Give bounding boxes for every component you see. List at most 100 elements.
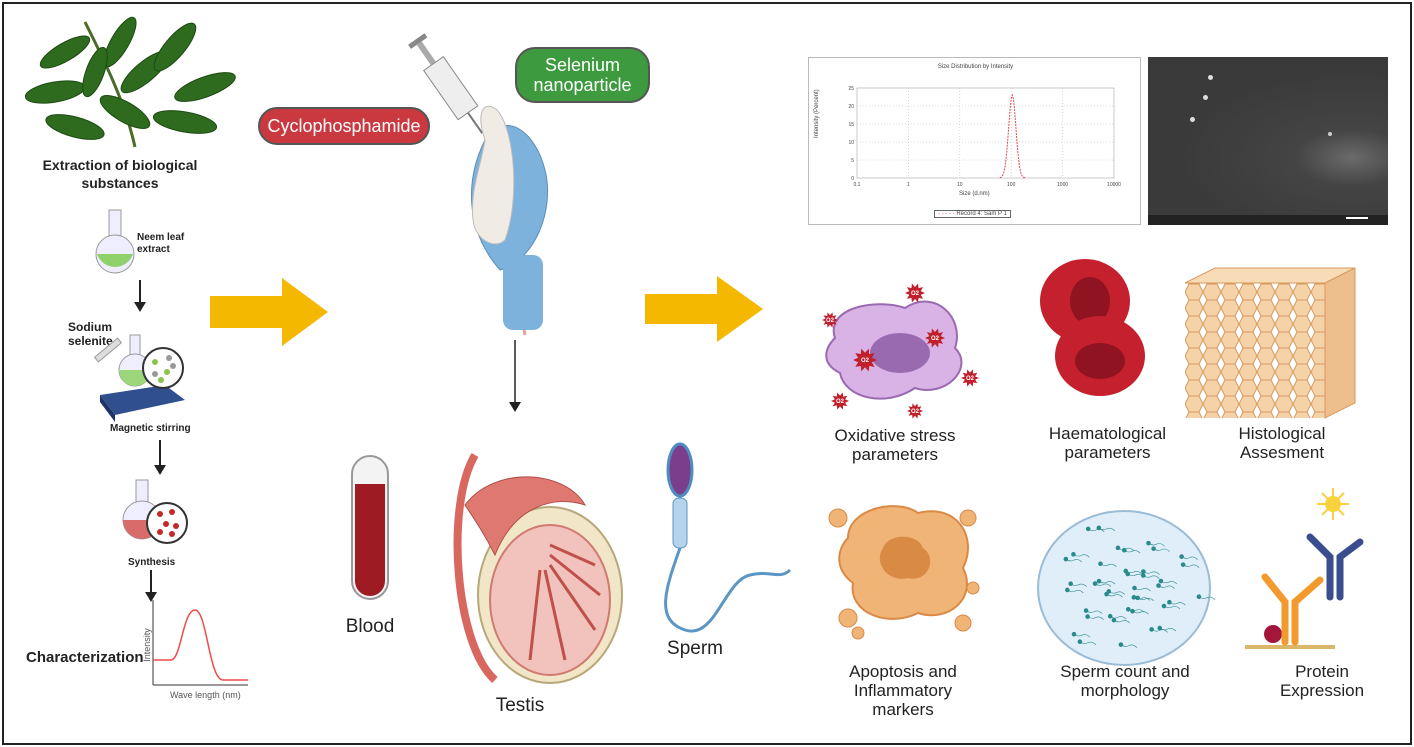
dls-xtick: 1 [907, 182, 910, 188]
neem-flask-icon [95, 209, 135, 274]
dls-xtick: 1000 [1057, 182, 1068, 188]
apoptotic-cell-icon [828, 505, 980, 640]
ros-star-icon [831, 392, 849, 410]
dls-ytick: 5 [851, 158, 854, 164]
dls-title: Size Distribution by Intensity [937, 64, 1014, 70]
sperm-dot [1096, 525, 1102, 531]
sperm-dot [1085, 614, 1090, 619]
blood-label: Blood [345, 616, 395, 637]
graph-ylabel: Intensity [141, 628, 152, 662]
sperm-dot [1071, 552, 1076, 557]
cyclophosphamide-badge: Cyclophosphamide [258, 107, 430, 145]
sperm-dot [1063, 556, 1069, 562]
arrow-down-icon [134, 280, 146, 312]
flow-arrow-icon [645, 276, 763, 342]
extraction-label: Extraction of biological substances [42, 157, 198, 191]
protein-label: Protein Expression [1279, 662, 1365, 700]
characterization-label: Characterization [26, 649, 144, 666]
dls-xlabel: Size (d.nm) [959, 191, 990, 197]
sperm-dot [1131, 595, 1137, 600]
ros-label: O2 [861, 358, 870, 364]
sperm-dot [1149, 627, 1154, 632]
dls-xtick: 10000 [1107, 182, 1121, 188]
sperm-dot [1158, 578, 1164, 584]
dls-legend-text: Record 4: Sam P 1 [956, 211, 1007, 217]
sperm-count-label: Sperm count and morphology [1060, 662, 1190, 700]
syringe-mouse-hand-icon [408, 33, 549, 336]
dls-xtick: 10 [957, 182, 963, 188]
arrow-down-icon [509, 340, 521, 412]
ros-label: O2 [826, 318, 835, 324]
ros-label: O2 [931, 336, 940, 342]
magnetic-stirrer-icon [93, 334, 185, 422]
sperm-dot [1092, 581, 1098, 586]
dls-chart: Size Distribution by Intensity Intensity… [808, 57, 1141, 225]
dls-xtick: 0.1 [854, 182, 861, 188]
sperm-dot [1107, 613, 1113, 619]
sperm-dot [1065, 587, 1070, 593]
dls-ytick: 0 [851, 176, 854, 182]
apoptosis-label: Apoptosis and Inflammatory markers [849, 662, 957, 719]
sodium-selenite-label: Sodium selenite [68, 320, 113, 348]
antibody-icon [1245, 488, 1364, 649]
tissue-cube-icon [1184, 267, 1356, 419]
ros-label: O2 [836, 399, 845, 405]
neem-label: Neem leaf extract [137, 232, 185, 255]
sperm-dot [1125, 606, 1131, 612]
dls-curve [999, 93, 1026, 179]
ros-label: O2 [966, 376, 975, 382]
sperm-label: Sperm [667, 638, 723, 659]
arrow-down-icon [145, 570, 157, 602]
synthesis-label: Synthesis [128, 557, 176, 568]
sperm-dot [1083, 608, 1089, 613]
oxidative-label: Oxidative stress parameters [834, 426, 956, 464]
histological-label: Histological Assesment [1238, 424, 1326, 462]
stirring-label: Magnetic stirring [110, 423, 191, 434]
testis-icon [453, 452, 623, 684]
ros-star-icon [853, 348, 877, 372]
graph-xlabel: Wave length (nm) [170, 690, 241, 700]
sperm-dot [1157, 625, 1163, 631]
dls-legend: - - - - - Record 4: Sam P 1 [934, 210, 1011, 218]
sperm-dot [1115, 545, 1121, 551]
red-blood-cell-icon [1040, 259, 1145, 396]
sperm-dot [1121, 547, 1127, 553]
blood-tube-icon [351, 455, 389, 600]
sperm-icon [664, 442, 792, 633]
haematological-label: Haematological parameters [1048, 424, 1167, 462]
ros-star-icon [961, 369, 979, 387]
sperm-dot [1156, 583, 1161, 588]
flow-arrow-icon [210, 278, 328, 346]
sem-scale-bar [1346, 217, 1368, 219]
ros-label: O2 [911, 409, 920, 415]
sperm-dot [1111, 617, 1117, 623]
sperm-dot [1077, 639, 1083, 645]
sem-info-bar [1148, 215, 1388, 225]
sperm-dot [1161, 603, 1167, 609]
sem-image [1148, 57, 1388, 225]
dls-ytick: 25 [848, 86, 854, 92]
testis-label: Testis [495, 695, 545, 716]
synthesis-flask-icon [122, 479, 188, 544]
sperm-dot [1167, 599, 1172, 605]
spectrum-graph [152, 600, 248, 686]
dls-ytick: 10 [848, 140, 854, 146]
sperm-dot [1151, 546, 1156, 551]
dls-ytick: 20 [848, 104, 854, 110]
sperm-dot [1118, 642, 1124, 647]
sperm-dot [1098, 561, 1103, 567]
neem-leaves-icon [24, 16, 236, 148]
dls-ytick: 15 [848, 122, 854, 128]
sperm-petri-dish-icon [1037, 510, 1216, 666]
selenium-badge: Selenium nanoparticle [515, 47, 650, 103]
arrow-down-icon [154, 440, 166, 475]
ros-star-icon [907, 403, 923, 419]
ros-star-icon [905, 283, 925, 303]
sperm-dot [1196, 594, 1202, 599]
ros-star-icon [925, 328, 945, 348]
ros-star-icon [822, 312, 838, 328]
ros-label: O2 [911, 291, 920, 297]
